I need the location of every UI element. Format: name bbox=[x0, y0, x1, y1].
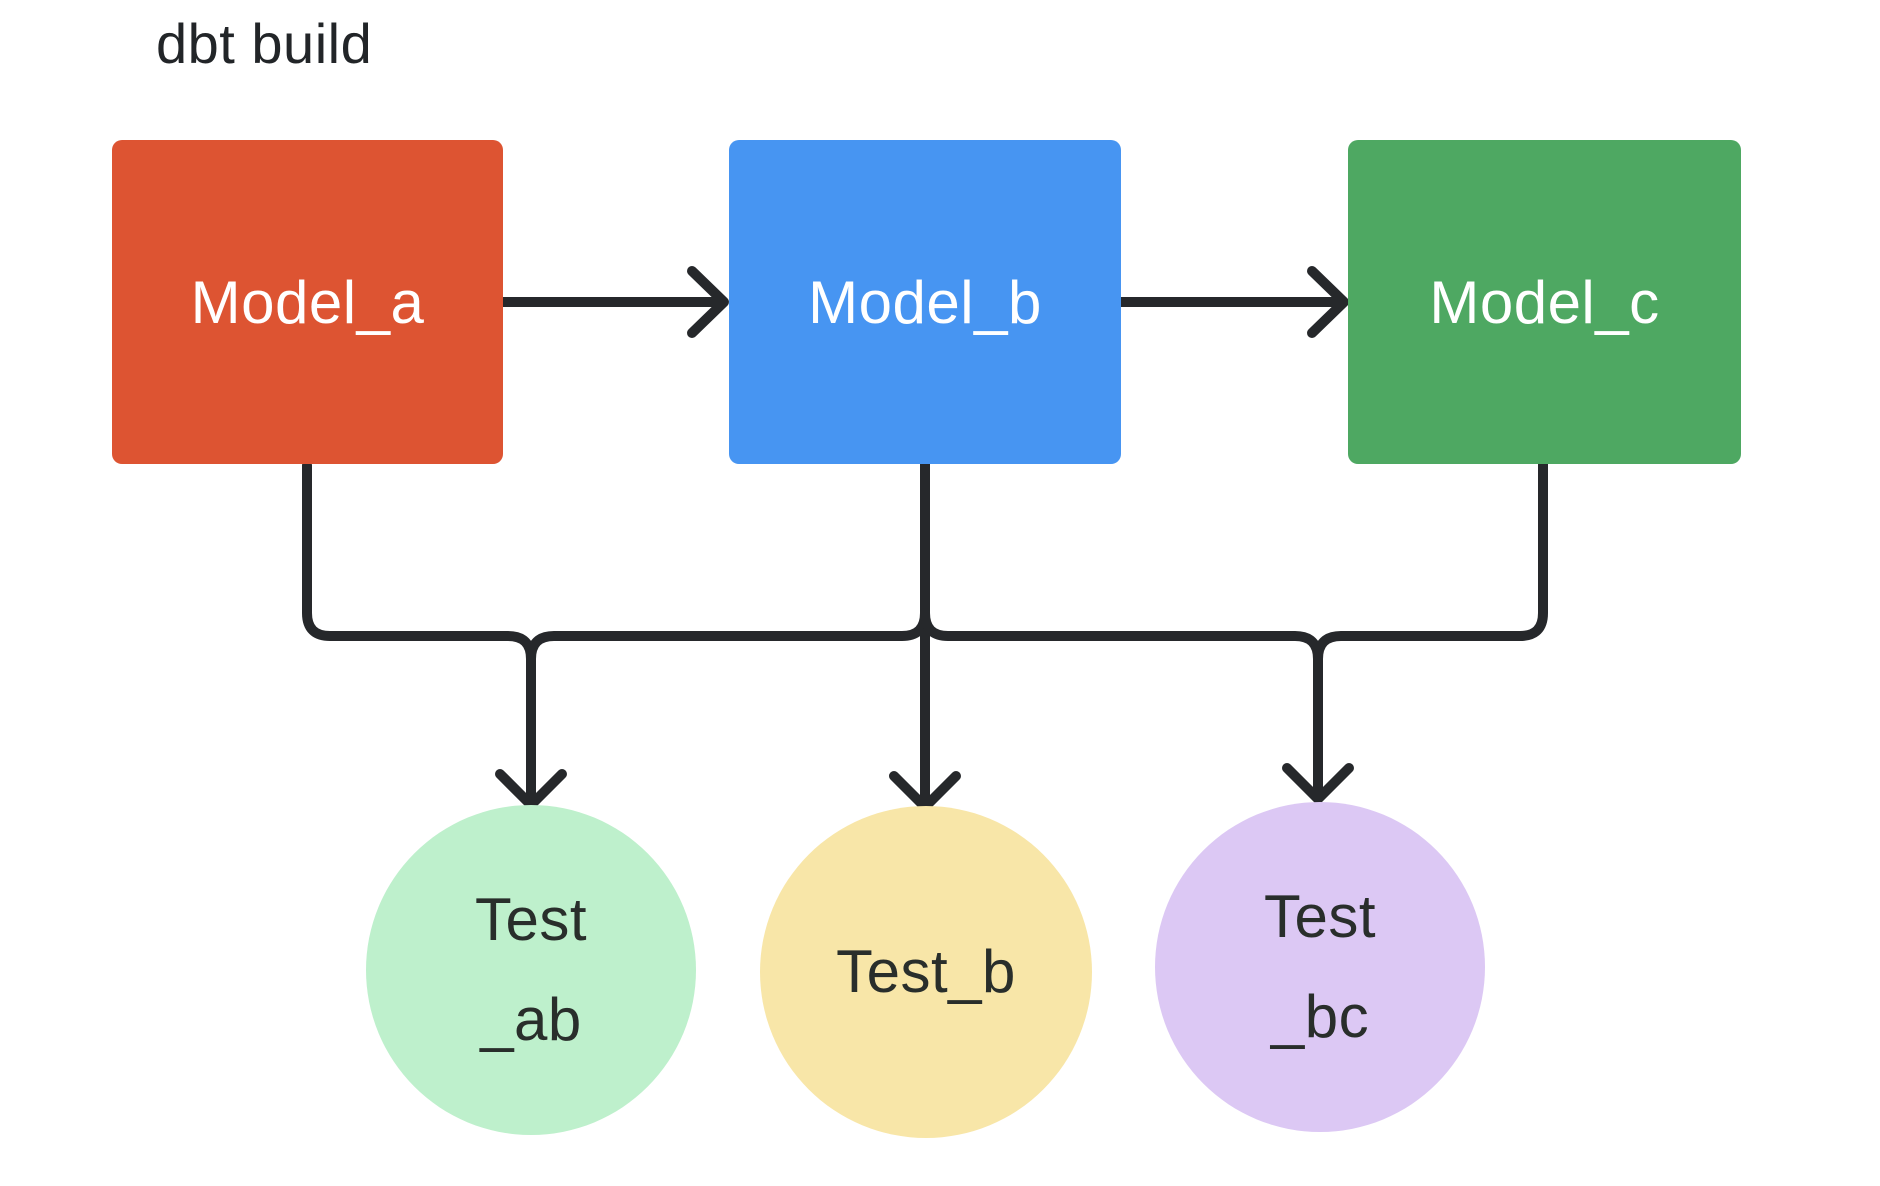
node-test-bc-label-line1: Test bbox=[1263, 883, 1377, 950]
node-test-bc: Test _bc bbox=[1155, 802, 1485, 1132]
node-model-a-label: Model_a bbox=[190, 268, 425, 336]
node-model-b-label: Model_b bbox=[808, 268, 1042, 336]
node-model-b: Model_b bbox=[729, 140, 1121, 464]
diagram-title: dbt build bbox=[156, 12, 373, 75]
edge-model-c-to-test-bc bbox=[1313, 458, 1548, 664]
node-model-a: Model_a bbox=[112, 140, 503, 464]
edge-model-b-to-test-ab bbox=[526, 608, 930, 664]
arrowhead-down-test-bc bbox=[1282, 763, 1354, 804]
node-test-ab: Test _ab bbox=[366, 805, 696, 1135]
node-test-ab-label-line2: _ab bbox=[480, 986, 582, 1053]
edge-model-a-to-test-ab bbox=[302, 460, 536, 804]
node-test-b-label: Test_b bbox=[836, 938, 1016, 1005]
node-model-c-label: Model_c bbox=[1429, 268, 1660, 336]
node-model-c: Model_c bbox=[1348, 140, 1741, 464]
node-test-b: Test_b bbox=[760, 806, 1092, 1138]
arrowhead-right-model-b bbox=[687, 266, 729, 338]
node-test-bc-label-line2: _bc bbox=[1270, 983, 1370, 1050]
arrowhead-right-model-c bbox=[1307, 266, 1349, 338]
node-test-ab-label-line1: Test bbox=[474, 886, 588, 953]
edge-model-b-to-test-bc bbox=[920, 608, 1323, 796]
